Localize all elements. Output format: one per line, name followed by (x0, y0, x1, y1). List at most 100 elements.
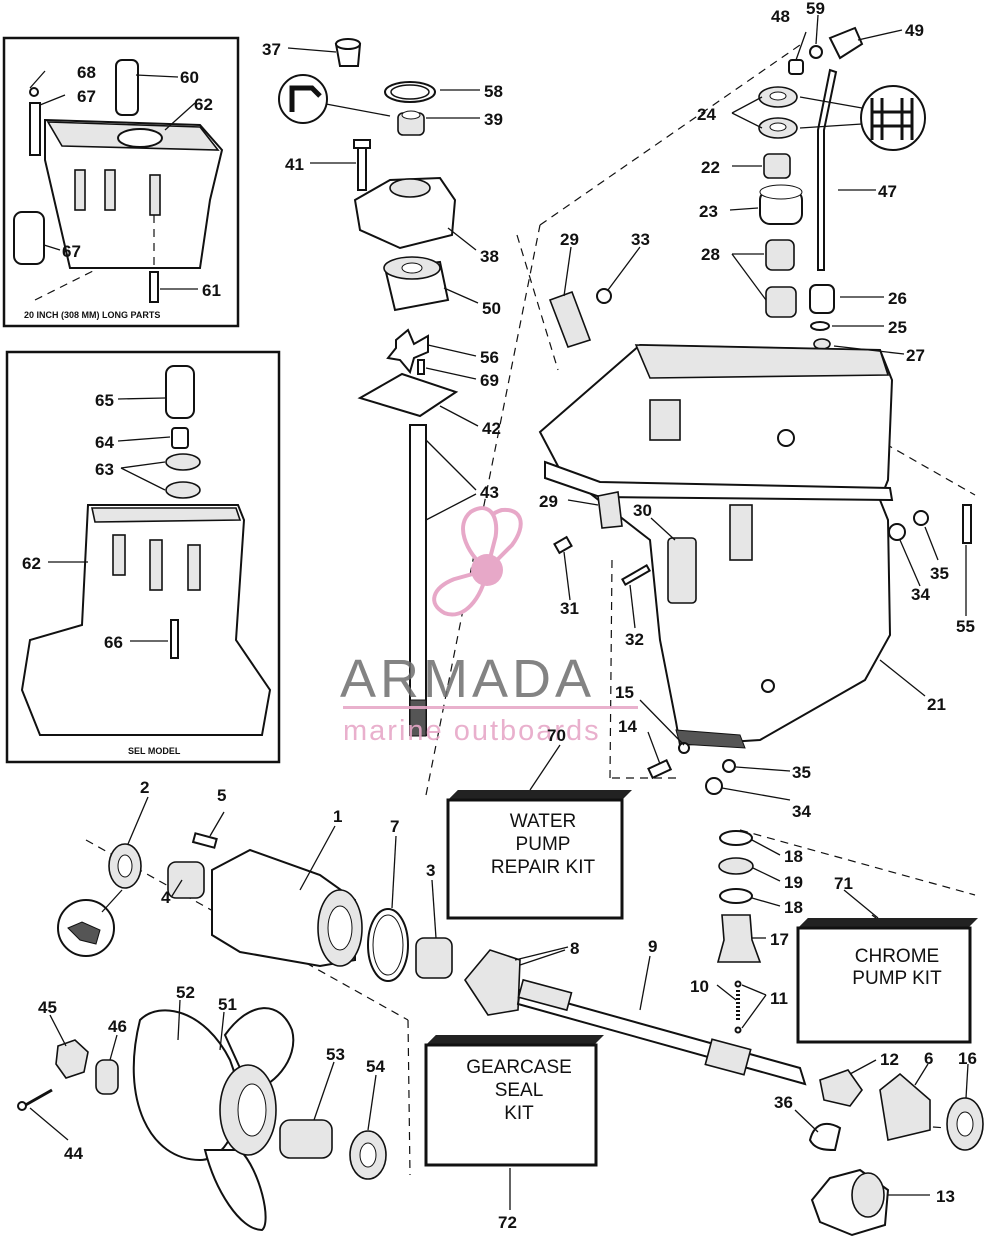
callout-37: 37 (262, 40, 281, 59)
callout-62-lower: 62 (22, 554, 41, 573)
callout-50: 50 (482, 299, 501, 318)
callout-18-lower: 18 (784, 898, 803, 917)
callout-52: 52 (176, 983, 195, 1002)
callout-59: 59 (806, 0, 825, 18)
callout-48: 48 (771, 7, 790, 26)
callout-29-upper: 29 (560, 230, 579, 249)
shift-rod-group (758, 26, 926, 350)
callout-1: 1 (333, 807, 342, 826)
callout-70: 70 (547, 726, 566, 745)
armada-watermark: ARMADA marine outboards (340, 506, 638, 747)
callout-19: 19 (784, 873, 803, 892)
callout-51: 51 (218, 995, 237, 1014)
callout-9: 9 (648, 937, 657, 956)
callout-16: 16 (958, 1049, 977, 1068)
callout-23: 23 (699, 202, 718, 221)
callout-17: 17 (770, 930, 789, 949)
callout-39: 39 (484, 110, 503, 129)
callout-4: 4 (161, 888, 171, 907)
callout-65: 65 (95, 391, 114, 410)
callout-25: 25 (888, 318, 907, 337)
watermark-tagline: marine outboards (343, 715, 601, 747)
callout-42: 42 (482, 419, 501, 438)
callout-32: 32 (625, 630, 644, 649)
water-pump-kit-box: WATER PUMP REPAIR KIT (446, 790, 632, 920)
callout-6: 6 (924, 1049, 933, 1068)
callout-54: 54 (366, 1057, 385, 1076)
water-pump-kit-line2: PUMP (516, 834, 571, 855)
propeller-group (17, 1007, 387, 1232)
leader-lines (29, 14, 969, 1210)
callout-3: 3 (426, 861, 435, 880)
callout-49: 49 (905, 21, 924, 40)
callout-66: 66 (104, 633, 123, 652)
callout-41: 41 (285, 155, 304, 174)
callout-numbers: 68 67 60 62 67 61 65 64 63 62 66 37 58 3… (22, 0, 977, 1232)
callout-8: 8 (570, 939, 579, 958)
callout-22: 22 (701, 158, 720, 177)
callout-7: 7 (390, 817, 399, 836)
water-pump-kit-line3: REPAIR KIT (491, 857, 596, 878)
long-parts-inset: 20 INCH (308 MM) LONG PARTS (2, 36, 240, 328)
gearcase-seal-kit-line1: GEARCASE (466, 1057, 572, 1078)
gearcase-seal-kit-box: GEARCASE SEAL KIT (424, 1035, 604, 1167)
callout-44: 44 (64, 1144, 83, 1163)
gearcase-seal-kit-line3: KIT (504, 1103, 534, 1124)
callout-26: 26 (888, 289, 907, 308)
callout-11: 11 (770, 989, 788, 1008)
callout-46: 46 (108, 1017, 127, 1036)
callout-27: 27 (906, 346, 925, 365)
gearcase-seal-kit-line2: SEAL (495, 1080, 544, 1101)
sel-model-inset: SEL MODEL (5, 350, 281, 764)
callout-63: 63 (95, 460, 114, 479)
callout-10: 10 (690, 977, 709, 996)
callout-28: 28 (701, 245, 720, 264)
chrome-pump-kit-box: CHROME PUMP KIT (796, 918, 978, 1044)
callout-64: 64 (95, 433, 114, 452)
water-pump-kit-line1: WATER (510, 811, 577, 832)
callout-69: 69 (480, 371, 499, 390)
callout-67-upper: 67 (77, 87, 96, 106)
watermark-brand: ARMADA (340, 649, 595, 709)
callout-36: 36 (774, 1093, 793, 1112)
callout-58: 58 (484, 82, 503, 101)
callout-5: 5 (217, 786, 226, 805)
sel-model-caption: SEL MODEL (128, 746, 181, 756)
callout-2: 2 (140, 778, 149, 797)
callout-60: 60 (180, 68, 199, 87)
callout-71: 71 (834, 874, 853, 893)
callout-35-upper: 35 (930, 564, 949, 583)
prop-shaft-group (516, 830, 984, 1237)
callout-47: 47 (878, 182, 897, 201)
callout-68: 68 (77, 63, 96, 82)
callout-43: 43 (480, 483, 499, 502)
callout-12: 12 (880, 1050, 899, 1069)
callout-31: 31 (560, 599, 579, 618)
chrome-pump-kit-line1: CHROME (855, 946, 939, 967)
callout-38: 38 (480, 247, 499, 266)
callout-72: 72 (498, 1213, 517, 1232)
callout-33: 33 (631, 230, 650, 249)
chrome-pump-kit-line2: PUMP KIT (852, 968, 942, 989)
callout-55: 55 (956, 617, 975, 636)
callout-35-lower: 35 (792, 763, 811, 782)
bearing-housing-group (57, 832, 521, 1016)
callout-34-upper: 34 (911, 585, 930, 604)
callout-67-lower: 67 (62, 242, 81, 261)
callout-45: 45 (38, 998, 57, 1017)
callout-13: 13 (936, 1187, 955, 1206)
callout-24: 24 (697, 105, 716, 124)
water-pump-stack (278, 38, 459, 737)
callout-21: 21 (927, 695, 946, 714)
callout-34-lower: 34 (792, 802, 811, 821)
callout-15: 15 (615, 683, 634, 702)
callout-30: 30 (633, 501, 652, 520)
callout-56: 56 (480, 348, 499, 367)
callout-14: 14 (618, 717, 637, 736)
callout-29-lower: 29 (539, 492, 558, 511)
callout-61: 61 (202, 281, 221, 300)
callout-62-upper: 62 (194, 95, 213, 114)
callout-53: 53 (326, 1045, 345, 1064)
long-parts-caption: 20 INCH (308 MM) LONG PARTS (24, 310, 160, 320)
